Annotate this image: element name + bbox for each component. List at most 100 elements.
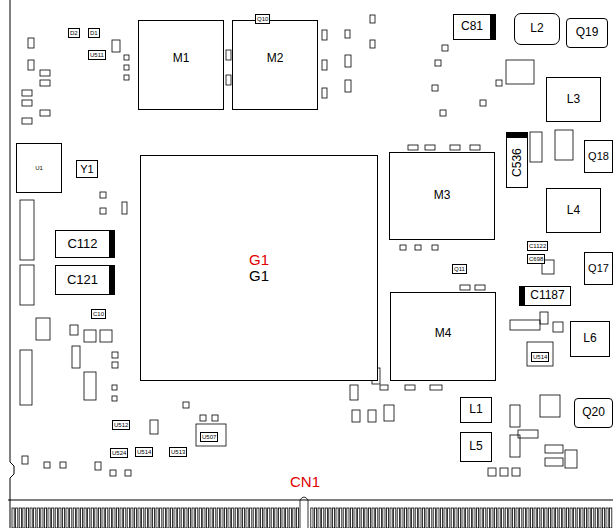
gold-finger: [70, 508, 72, 528]
gold-finger: [368, 508, 370, 528]
gold-finger: [12, 508, 14, 528]
gold-finger: [224, 508, 226, 528]
gold-finger: [563, 508, 565, 528]
gold-finger: [167, 508, 169, 528]
refdes-label: U1: [35, 165, 43, 172]
gold-finger: [37, 508, 39, 528]
gold-finger: [232, 508, 234, 528]
gold-finger: [415, 508, 417, 528]
gold-finger: [397, 508, 399, 528]
component-outline: U1: [16, 143, 62, 193]
gold-finger: [102, 508, 104, 528]
gold-finger: [455, 508, 457, 528]
gold-finger: [268, 508, 270, 528]
small-pads: [20, 15, 577, 476]
refdes-label: L1: [469, 403, 482, 416]
gold-finger: [325, 508, 327, 528]
connector-part: CN1: [285, 474, 325, 498]
gold-finger: [372, 508, 374, 528]
callout-label: CN1: [290, 474, 320, 491]
gold-finger: [88, 508, 90, 528]
gold-finger: [390, 508, 392, 528]
component-outline: M4: [390, 292, 496, 381]
component-outline: M1: [138, 20, 224, 110]
gold-finger: [426, 508, 428, 528]
gold-finger: [318, 508, 320, 528]
gold-finger: [332, 508, 334, 528]
gold-finger: [203, 508, 205, 528]
gold-finger: [440, 508, 442, 528]
gold-finger: [401, 508, 403, 528]
gold-finger: [430, 508, 432, 528]
gold-finger: [480, 508, 482, 528]
gold-finger: [437, 508, 439, 528]
gold-finger: [498, 508, 500, 528]
component-outline: Q20: [574, 398, 613, 428]
gold-finger: [210, 508, 212, 528]
component-outline: M2: [232, 20, 318, 110]
refdes-label: C1187: [530, 289, 564, 302]
gold-finger: [30, 508, 32, 528]
refdes-label: C121: [67, 273, 98, 287]
refdes-label: U514: [531, 352, 549, 362]
gold-finger: [383, 508, 385, 528]
gold-finger: [592, 508, 594, 528]
gold-finger: [242, 508, 244, 528]
gold-finger: [77, 508, 79, 528]
gold-finger: [534, 508, 536, 528]
gold-finger: [48, 508, 50, 528]
component-outline: M3: [389, 152, 495, 240]
gold-finger: [394, 508, 396, 528]
gold-finger: [124, 508, 126, 528]
gold-finger: [66, 508, 68, 528]
gold-finger: [487, 508, 489, 528]
refdes-label: M1: [173, 52, 190, 65]
gold-finger: [350, 508, 352, 528]
gold-finger: [610, 508, 612, 528]
refdes-label: U511: [88, 50, 106, 60]
gold-finger: [91, 508, 93, 528]
gold-finger: [163, 508, 165, 528]
gold-finger: [106, 508, 108, 528]
gold-finger: [412, 508, 414, 528]
component-outline: C121: [55, 265, 115, 295]
refdes-label: Q19: [576, 26, 599, 39]
refdes-label: D1: [88, 28, 100, 38]
refdes-label: D2: [68, 28, 80, 38]
gold-finger: [296, 508, 298, 528]
gold-finger: [52, 508, 54, 528]
gold-finger: [160, 508, 162, 528]
gold-finger: [502, 508, 504, 528]
component-outline: G1G1: [140, 155, 378, 381]
gold-finger: [260, 508, 262, 528]
gold-finger: [505, 508, 507, 528]
component-outline: L1: [460, 397, 492, 423]
gold-finger: [98, 508, 100, 528]
component-outline: L4: [546, 188, 601, 233]
gold-finger: [347, 508, 349, 528]
gold-finger: [199, 508, 201, 528]
refdes-label: U512: [112, 420, 130, 430]
gold-finger: [340, 508, 342, 528]
gold-finger: [599, 508, 601, 528]
gold-finger: [289, 508, 291, 528]
gold-finger: [386, 508, 388, 528]
gold-finger: [142, 508, 144, 528]
component-outline: Q19: [566, 18, 608, 48]
gold-finger: [376, 508, 378, 528]
gold-finger: [44, 508, 46, 528]
gold-finger: [246, 508, 248, 528]
gold-finger: [293, 508, 295, 528]
gold-finger: [570, 508, 572, 528]
refdes-label: M3: [434, 189, 451, 202]
component-outline: C112: [55, 230, 115, 258]
gold-finger: [59, 508, 61, 528]
gold-finger: [131, 508, 133, 528]
gold-finger: [556, 508, 558, 528]
gold-finger: [116, 508, 118, 528]
gold-finger: [520, 508, 522, 528]
component-outline: L5: [460, 432, 492, 462]
gold-finger: [109, 508, 111, 528]
gold-finger: [181, 508, 183, 528]
